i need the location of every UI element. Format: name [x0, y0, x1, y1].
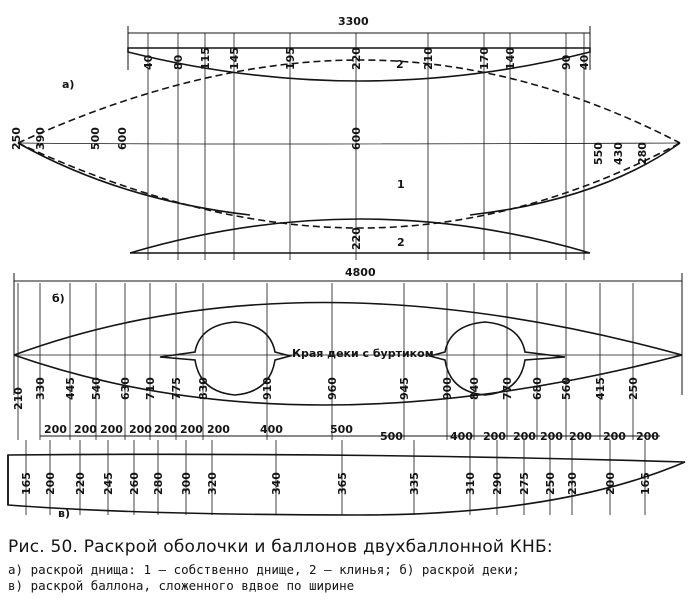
station-spacing-left: 200 [180, 423, 203, 436]
balloon-width: 300 [180, 472, 193, 495]
wedge-top-width: 145 [228, 47, 241, 70]
station-spacing-right: 400 [450, 430, 473, 443]
station-spacing-right: 200 [540, 430, 563, 443]
balloon-width: 165 [20, 472, 33, 495]
wedge-top-width: 40 [142, 54, 155, 70]
station-spacing-right: 200 [513, 430, 536, 443]
deck-width: 630 [119, 377, 132, 400]
station-spacing-left: 400 [260, 423, 283, 436]
wedge-top-width: 195 [284, 47, 297, 70]
balloon-width: 275 [518, 472, 531, 495]
bottom-lower-edge-solid-right [469, 142, 681, 216]
balloon-width: 230 [566, 472, 579, 495]
figure-caption-line-2: в) раскрой баллона, сложенного вдвое по … [8, 578, 355, 593]
balloon-shape [7, 453, 686, 516]
deck-width: 775 [170, 377, 183, 400]
bottom-width-right: 280 [636, 142, 649, 165]
bottom-width-left: 500 [89, 127, 102, 150]
balloon-width: 365 [336, 472, 349, 495]
wedge-lower-center: 220 [350, 227, 363, 250]
station-spacing-left: 200 [44, 423, 67, 436]
deck-width: 710 [144, 377, 157, 400]
wedge-shape-top [127, 47, 591, 82]
wedge-top-width: 90 [560, 54, 573, 70]
balloon-width: 340 [270, 472, 283, 495]
bottom-width-right: 550 [592, 142, 605, 165]
deck-width: 415 [594, 377, 607, 400]
wedge-top-width: 40 [578, 54, 591, 70]
deck-width: 330 [34, 377, 47, 400]
figure-caption-title: Рис. 50. Раскрой оболочки и баллонов дву… [8, 537, 553, 557]
wedge-top-width: 210 [422, 47, 435, 70]
balloon-width: 165 [639, 472, 652, 495]
deck-width: 250 [627, 377, 640, 400]
balloon-width: 310 [464, 472, 477, 495]
deck-lower-edge [13, 354, 683, 406]
deck-width: 210 [12, 387, 25, 410]
balloon-width: 260 [128, 472, 141, 495]
deck-width: 910 [261, 377, 274, 400]
bottom-width-left: 390 [34, 127, 47, 150]
figure-caption-line-1: а) раскрой днища: 1 — собственно днище, … [8, 562, 520, 577]
deck-opening-left [159, 321, 294, 396]
deck-width: 900 [441, 377, 454, 400]
balloon-width: 320 [206, 472, 219, 495]
deck-opening-right [426, 321, 566, 396]
dim-4800: 4800 [345, 266, 376, 279]
deck-width: 960 [326, 377, 339, 400]
deck-width: 830 [197, 377, 210, 400]
station-spacing-left: 500 [330, 423, 353, 436]
bottom-width-right: 430 [612, 142, 625, 165]
wedge-top-width: 115 [199, 47, 212, 70]
balloon-width: 335 [408, 472, 421, 495]
station-spacing-right: 200 [636, 430, 659, 443]
station-spacing-left: 200 [100, 423, 123, 436]
bottom-number: 1 [397, 178, 405, 191]
deck-width: 445 [64, 377, 77, 400]
station-spacing-right: 200 [603, 430, 626, 443]
part-c-label: в) [58, 507, 70, 520]
wedge-number-top: 2 [396, 58, 404, 71]
bottom-lower-edge [17, 142, 681, 229]
bottom-width-left: 250 [10, 127, 23, 150]
dim-3300: 3300 [338, 15, 369, 28]
wedge-top-width: 220 [350, 47, 363, 70]
deck-width: 840 [468, 377, 481, 400]
bottom-upper-edge [17, 59, 681, 144]
deck-width: 540 [90, 377, 103, 400]
bottom-width-left: 600 [116, 127, 129, 150]
balloon-width: 245 [102, 472, 115, 495]
station-spacing-right: 200 [483, 430, 506, 443]
deck-width: 680 [531, 377, 544, 400]
station-spacing-left: 200 [207, 423, 230, 436]
balloon-width: 220 [74, 472, 87, 495]
station-spacing-left: 200 [74, 423, 97, 436]
deck-upper-edge [13, 301, 683, 356]
deck-width: 945 [398, 377, 411, 400]
balloon-width: 280 [152, 472, 165, 495]
deck-width: 770 [501, 377, 514, 400]
balloon-width: 200 [604, 472, 617, 495]
balloon-width: 200 [44, 472, 57, 495]
deck-edge-note: Края деки с буртиком [292, 347, 434, 360]
bottom-centerline [17, 142, 681, 145]
balloon-width: 290 [491, 472, 504, 495]
station-spacing-left: 200 [154, 423, 177, 436]
bottom-width-center: 600 [350, 127, 363, 150]
part-b-label: б) [52, 292, 65, 305]
station-spacing-right: 500 [380, 430, 403, 443]
deck-width: 560 [560, 377, 573, 400]
station-spacing-left: 200 [129, 423, 152, 436]
station-spacing-right: 200 [569, 430, 592, 443]
wedge-top-width: 170 [478, 47, 491, 70]
part-a-label: а) [62, 78, 74, 91]
wedge-top-width: 140 [504, 47, 517, 70]
wedge-top-width: 80 [172, 54, 185, 70]
wedge-shape-lower [129, 218, 591, 254]
bottom-lower-edge-solid-left [17, 142, 251, 216]
balloon-width: 250 [544, 472, 557, 495]
wedge-number-lower: 2 [397, 236, 405, 249]
